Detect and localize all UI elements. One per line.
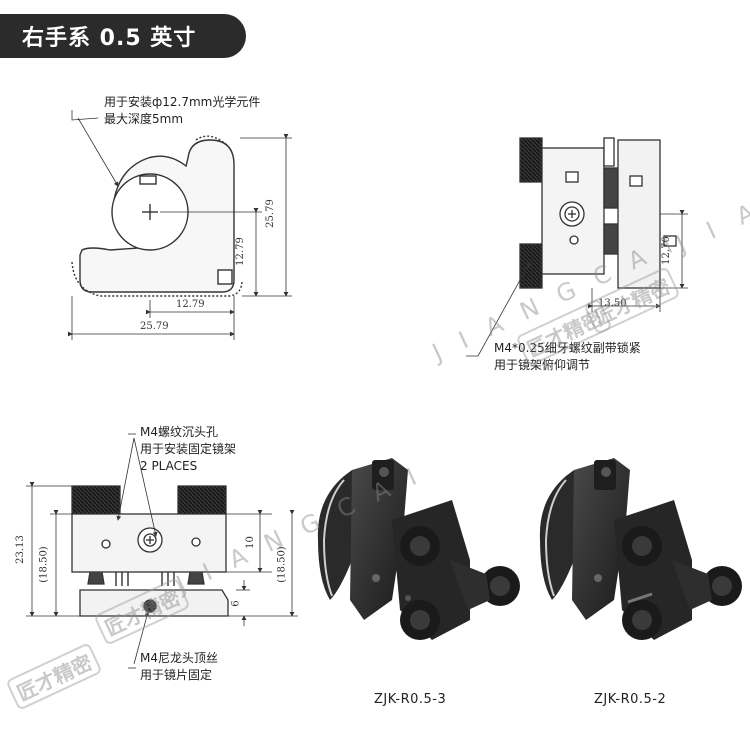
hole-note-line3: 2 PLACES <box>140 459 198 473</box>
dim-width-small: 12.79 <box>176 299 205 310</box>
side-view-drawing <box>519 137 677 289</box>
dim-total-height: 23.13 <box>14 535 26 564</box>
product-render-right <box>539 458 742 640</box>
model-label-right: ZJK-R0.5-2 <box>594 692 667 707</box>
dim-height-large: 25.79 <box>264 199 276 228</box>
dim-side-width: 13.50 <box>598 298 627 309</box>
page-title: 右手系 0.5 英寸 <box>0 14 246 58</box>
front-view-drawing <box>71 135 243 297</box>
hole-note-line2: 用于安装固定镜架 <box>140 442 237 456</box>
dim-width-large: 25.79 <box>140 321 169 332</box>
bottom-view-drawing <box>71 485 229 617</box>
screw-note-line1: M4*0.25细牙螺纹副带锁紧 <box>494 341 641 355</box>
dim-height-small: 12.79 <box>234 237 246 266</box>
product-render-left <box>317 458 520 640</box>
dim-body-height-left: (18.50) <box>38 546 50 583</box>
dim-base-height: 6 <box>230 600 242 607</box>
setscrew-note-line2: 用于镜片固定 <box>140 668 213 682</box>
screw-note-line2: 用于镜架俯仰调节 <box>494 358 591 372</box>
optic-note-line2: 最大深度5mm <box>104 112 184 126</box>
hole-note-line1: M4螺纹沉头孔 <box>140 425 218 439</box>
setscrew-note-line1: M4尼龙头顶丝 <box>140 651 218 665</box>
model-label-left: ZJK-R0.5-3 <box>374 692 447 707</box>
optic-note-line1: 用于安装ф12.7mm光学元件 <box>104 95 261 109</box>
